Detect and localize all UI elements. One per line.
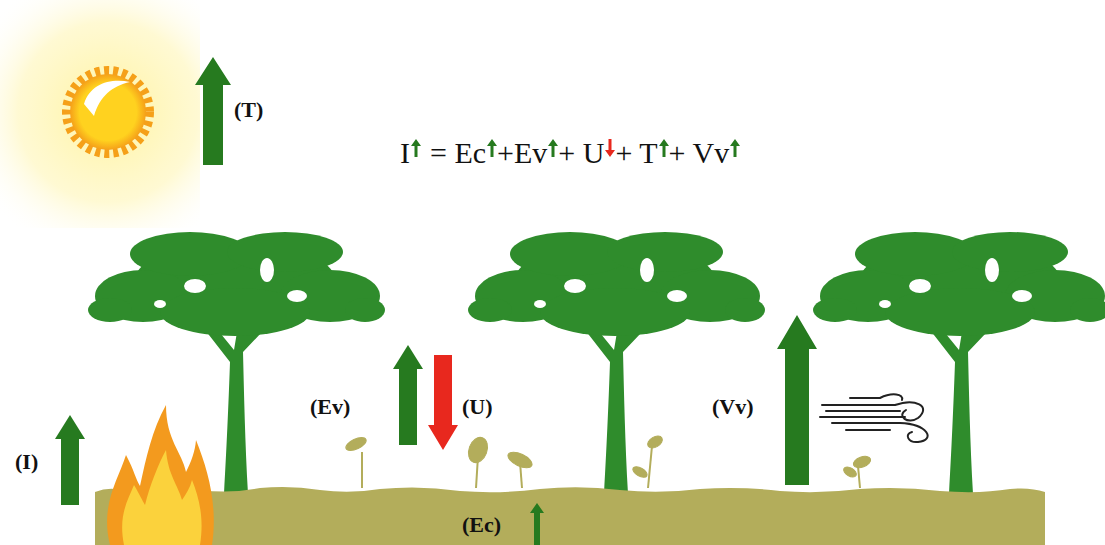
ground [95,487,1045,545]
humidity-arrow [428,355,458,450]
equation-arrow [487,139,497,157]
variable-label: (Ec) [462,513,501,537]
fire-outer [107,405,214,545]
equation: I = Ec +Ev + U + T + Vv [400,136,740,171]
equation-term: I [400,136,421,171]
acacia-tree [813,232,1105,494]
sun-highlight [84,81,130,116]
wind-line [832,423,928,442]
label-anchor: (T) [234,98,263,122]
plant-leaf [506,449,535,471]
label-anchor: (Ec) [462,513,501,537]
temperature-arrow [195,57,231,165]
equation-arrow [548,139,558,157]
plant-leaf [646,434,665,451]
equation-text: + U [558,136,604,171]
equation-text: I [400,136,410,171]
wind-arrow [777,315,817,485]
sun [70,74,146,150]
trend-arrow [730,139,740,157]
plant-stem [361,452,363,488]
trend-arrow [659,139,669,157]
fire-intensity-arrow [55,415,85,505]
plant-stem [648,446,652,488]
wind-line [826,410,900,412]
plant-leaf [852,454,872,470]
equation-text: +Ev [497,136,547,171]
plant-leaf [842,465,858,479]
wind-symbol [820,394,928,442]
wind-line [850,394,902,400]
variable-label: (U) [462,395,493,419]
equation-arrow [411,139,421,157]
label-anchor: (Ev) [310,395,350,419]
variable-label: (Ev) [310,395,350,419]
sun-glow [0,0,200,228]
trend-arrow [411,139,421,157]
wind-line [820,416,905,418]
plant-leaf [465,435,491,466]
equation-term: + Vv [669,136,741,171]
variable-label: (Vv) [712,395,754,419]
fire-inner [122,450,201,545]
equation-arrow [730,139,740,157]
equation-term: = Ec [430,136,497,171]
plant-leaf [344,435,368,453]
equation-term: + U [558,136,615,171]
label-anchor: (I) [15,450,38,474]
evaporation-arrow [393,345,423,445]
variable-label: (I) [15,450,38,474]
sun-rays [67,71,149,153]
equation-text: + T [615,136,657,171]
fuel-arrow [530,503,544,545]
acacia-tree [468,232,765,494]
label-anchor: (U) [462,395,493,419]
trend-arrow [605,139,615,157]
trend-arrow [487,139,497,157]
plant-leaf [631,465,649,480]
plant-stem [858,466,860,488]
label-anchor: (Vv) [712,395,754,419]
wind-line [846,429,890,431]
equation-text: = Ec [430,136,486,171]
acacia-tree [88,232,385,494]
equation-text: + Vv [669,136,730,171]
equation-term: +Ev [497,136,558,171]
equation-term: + T [615,136,668,171]
equation-arrow [605,139,615,157]
trend-arrow [548,139,558,157]
variable-label: (T) [234,98,263,122]
equation-arrow [659,139,669,157]
